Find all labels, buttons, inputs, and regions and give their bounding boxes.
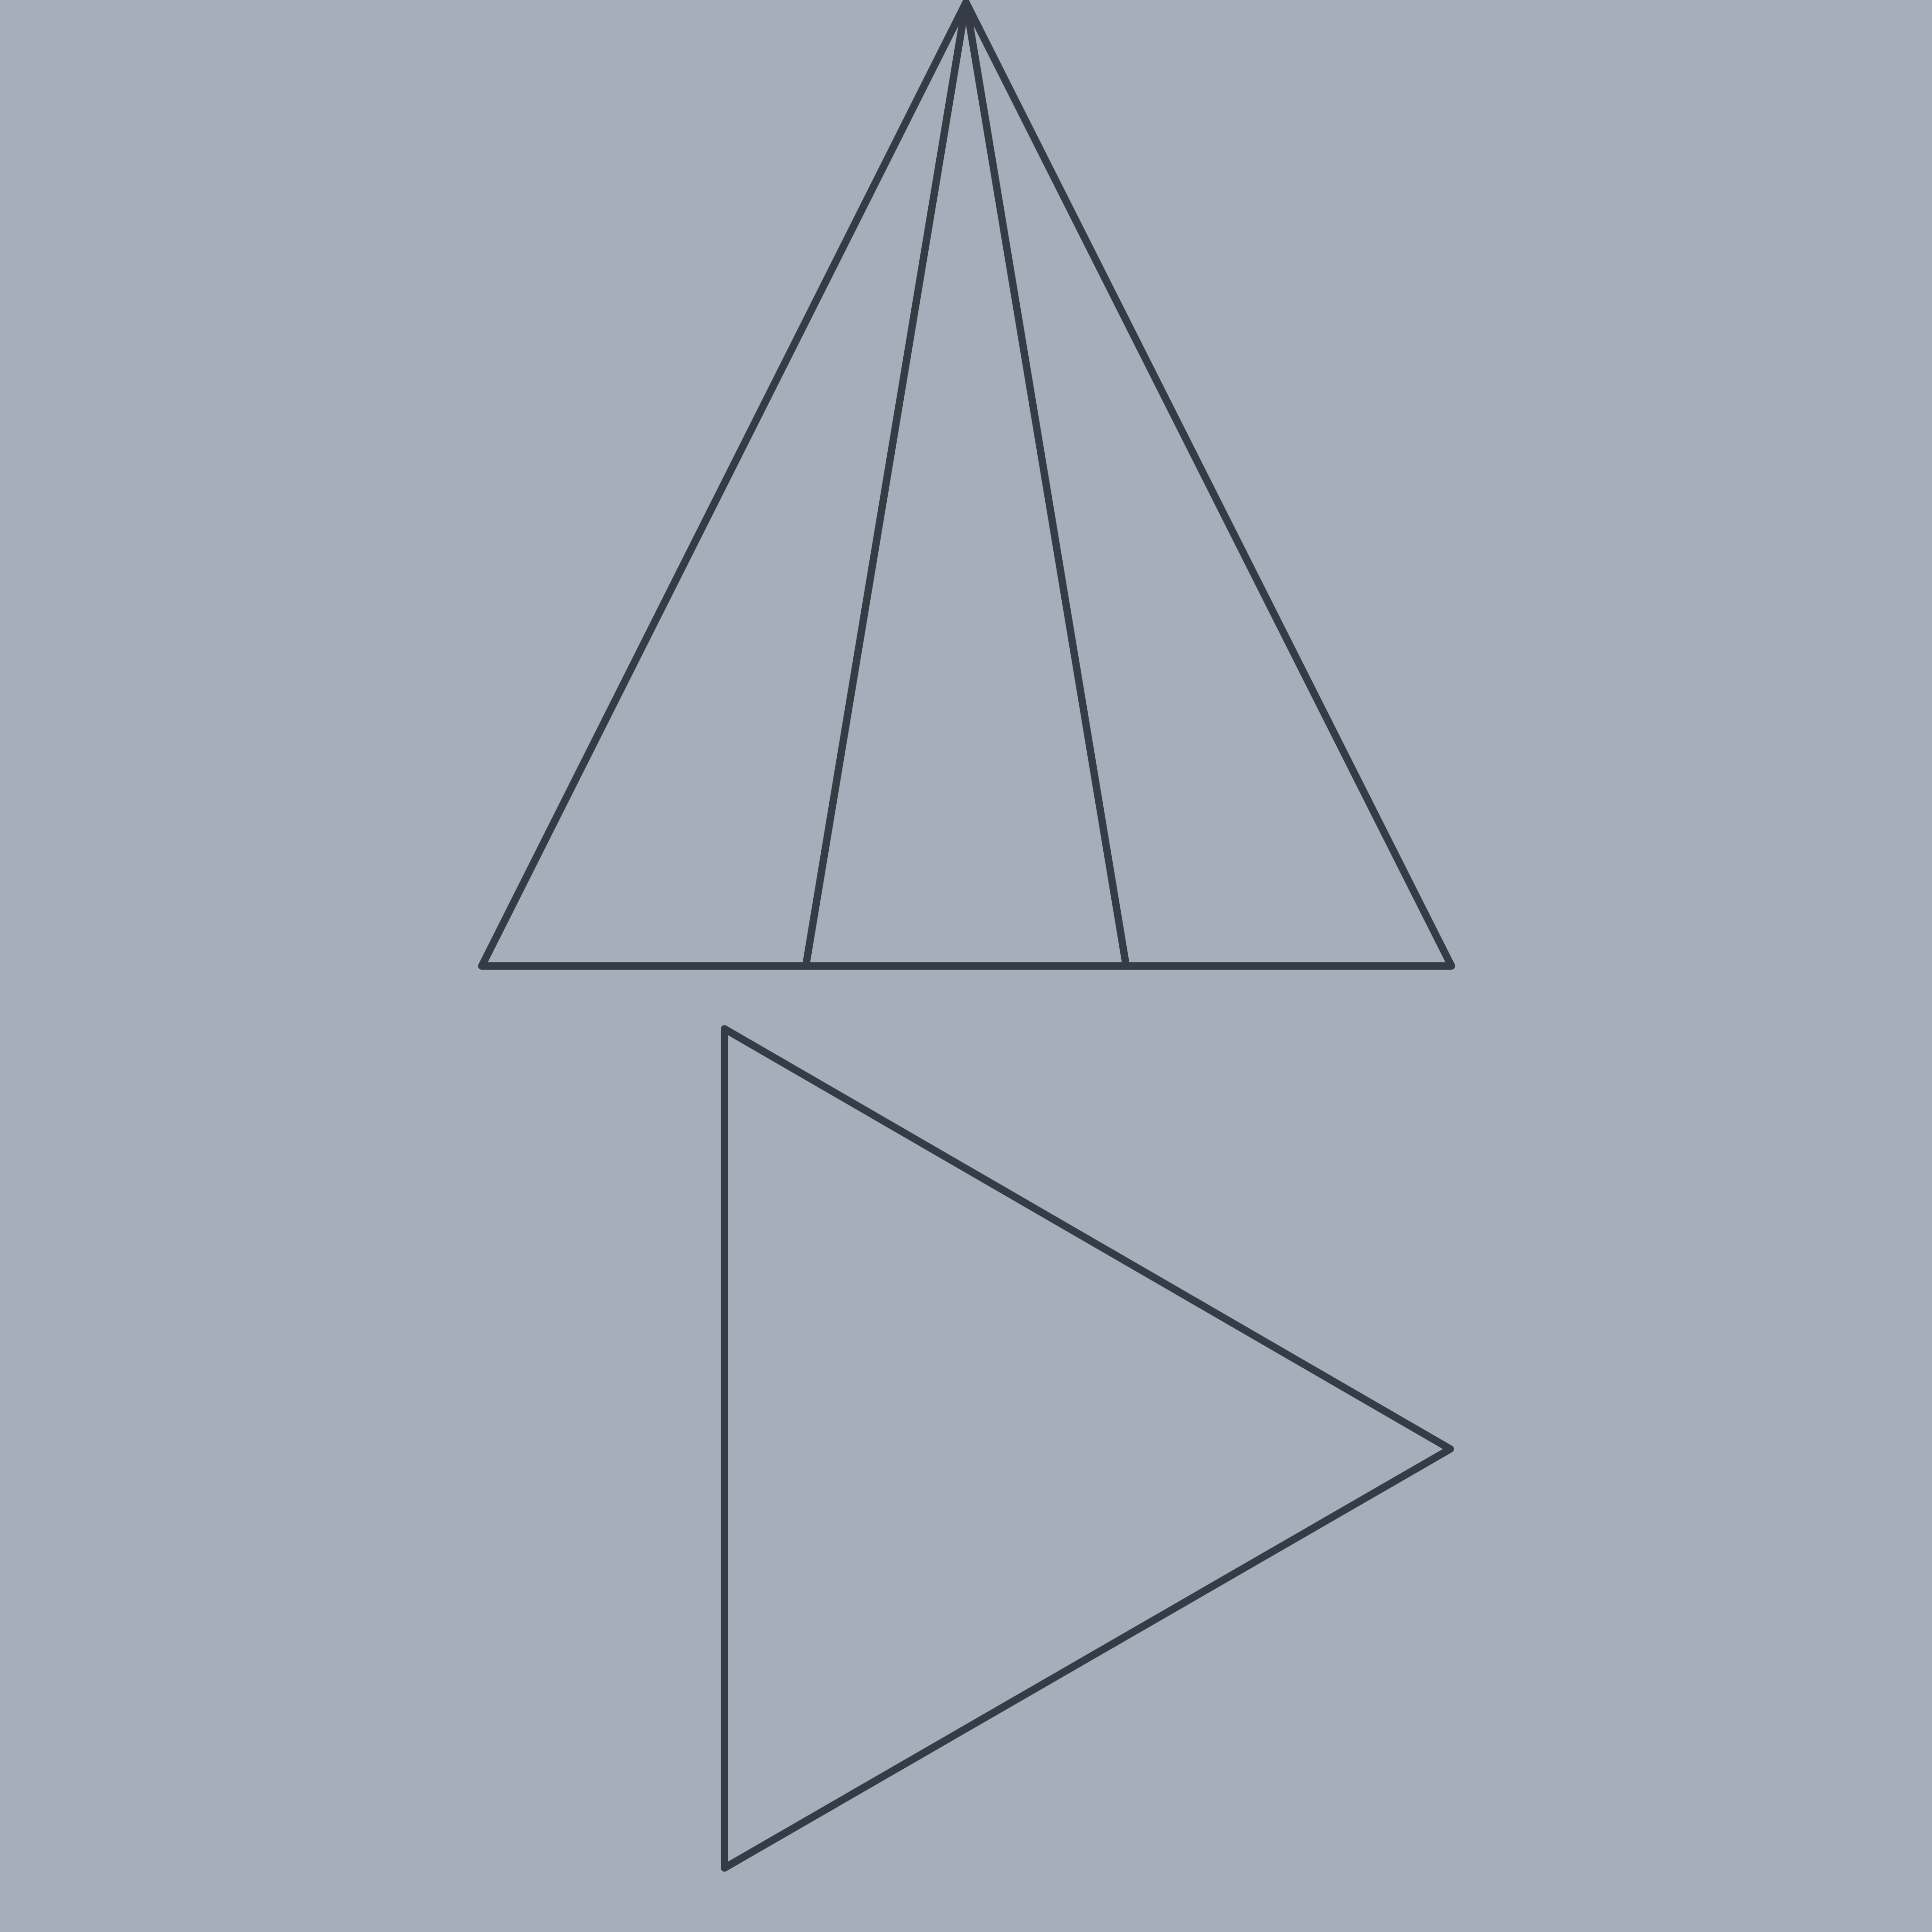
divider-left xyxy=(802,0,970,970)
play-triangle-icon xyxy=(721,1025,1454,1872)
play-triangle-outline xyxy=(721,1025,1454,1872)
triangle-outline xyxy=(478,0,1456,970)
segmented-triangle-icon xyxy=(478,0,1456,970)
divider-right xyxy=(962,0,1130,970)
